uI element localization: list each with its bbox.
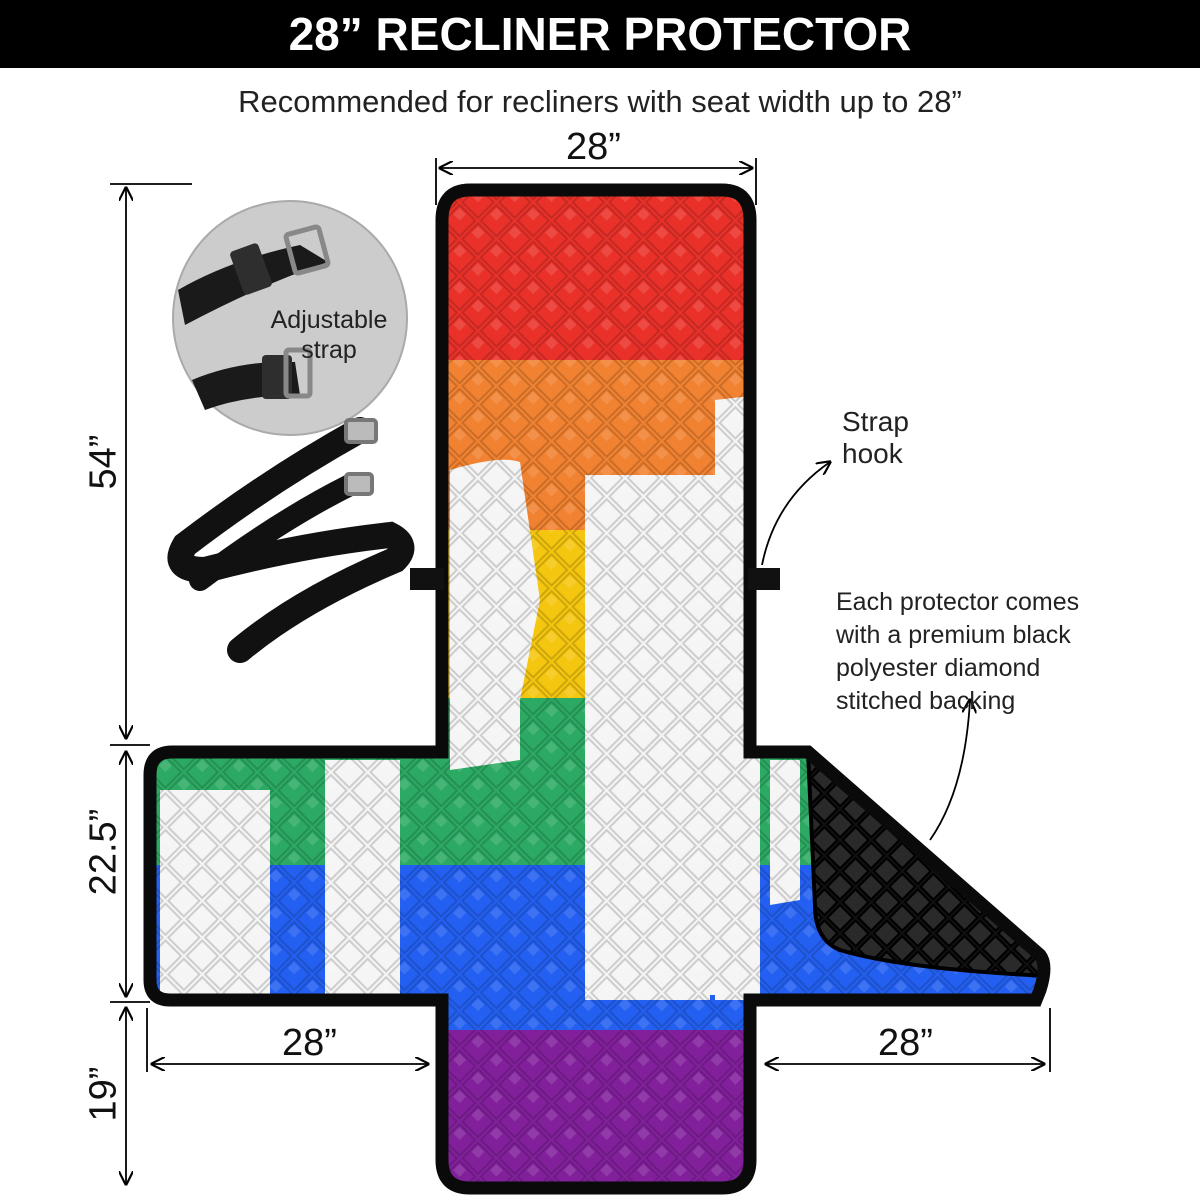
title-bar: 28” RECLINER PROTECTOR <box>0 0 1200 68</box>
top-width-label: 28” <box>566 126 621 168</box>
callout-line: Each protector comes <box>836 588 1080 616</box>
strap-hook-right <box>748 568 780 590</box>
callout-line: Adjustable <box>270 306 388 334</box>
subtitle: Recommended for recliners with seat widt… <box>238 84 962 119</box>
strap-hook-callout: Strap hook <box>842 406 909 470</box>
callout-line: Strap <box>842 406 909 437</box>
adjustable-strap-callout: Adjustable strap <box>268 305 390 365</box>
page-title: 28” RECLINER PROTECTOR <box>288 8 912 60</box>
backing-callout: Each protector comes with a premium blac… <box>836 586 1079 718</box>
loose-strap <box>167 417 415 663</box>
cover-outline <box>143 183 1051 1195</box>
strap-inset <box>172 200 408 436</box>
left-arm-width-label: 28” <box>282 1022 337 1064</box>
callout-line: hook <box>842 438 903 469</box>
callout-line: polyester diamond <box>836 654 1041 682</box>
callout-line: stitched backing <box>836 687 1016 715</box>
callout-line: strap <box>301 336 357 364</box>
dimension-lines <box>110 158 1051 1184</box>
footrest-height-label: 19” <box>82 1066 125 1122</box>
right-arm-width-label: 28” <box>878 1022 933 1064</box>
seat-height-label: 22.5” <box>82 808 125 896</box>
back-height-label: 54” <box>82 434 125 490</box>
strap-hook-left <box>410 568 444 590</box>
callout-line: with a premium black <box>836 621 1071 649</box>
